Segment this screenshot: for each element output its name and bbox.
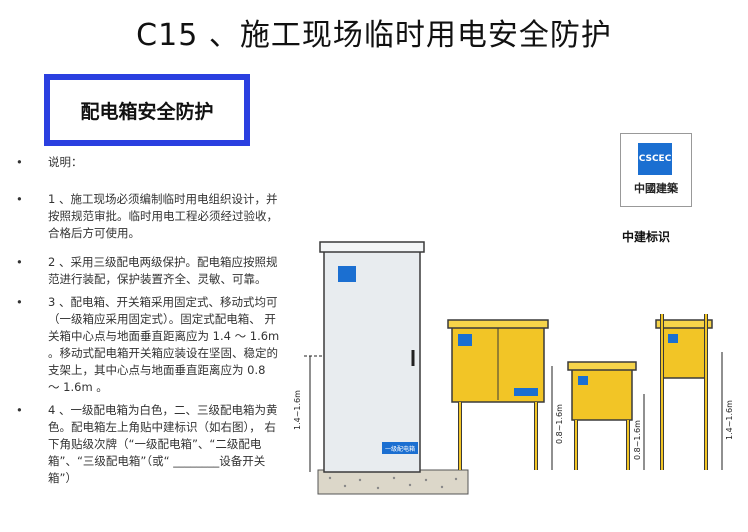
level-plate [514, 388, 538, 396]
note-text: 2 、采用三级配电两级保护。配电箱应按照规范进行装配，保护装置齐全、灵敏、可靠。 [48, 255, 278, 286]
note-text: 说明： [48, 155, 83, 169]
bullet: • [16, 255, 23, 269]
dimension-label: 1.4~1.6m [725, 400, 734, 440]
note-item: • 3 、配电箱、开关箱采用固定式、移动式均可（一级箱应采用固定式）。固定式配电… [12, 294, 280, 396]
cscec-sticker-icon [338, 266, 356, 282]
note-text: 4 、一级配电箱为白色，二、三级配电箱为黄色。配电箱左上角贴中建标识（如右图），… [48, 403, 278, 485]
bullet: • [16, 155, 23, 169]
cscec-sticker-icon [578, 376, 588, 385]
notes-list: • 说明： • 1 、施工现场必须编制临时用电组织设计，并按照规范审批。临时用电… [12, 154, 280, 499]
note-item: • 说明： [12, 154, 280, 171]
cscec-logo-icon: CSCEC [638, 143, 672, 175]
logo-caption: 中建标识 [622, 230, 671, 244]
note-item: • 1 、施工现场必须编制临时用电组织设计，并按照规范审批。临时用电工程必须经过… [12, 191, 280, 242]
level-plate-text: 一级配电箱 [385, 445, 415, 453]
dimension-label: 0.8~1.6m [633, 420, 642, 460]
logo-card-text: 中國建築 [634, 182, 678, 195]
bullet: • [16, 295, 23, 309]
note-item: • 2 、采用三级配电两级保护。配电箱应按照规范进行装配，保护装置齐全、灵敏、可… [12, 254, 280, 288]
primary-distribution-box [323, 249, 421, 473]
dimension-label: 1.4~1.6m [293, 390, 302, 430]
gravel-texture [328, 476, 458, 490]
section-badge: 配电箱安全防护 [44, 74, 250, 146]
note-text: 1 、施工现场必须编制临时用电组织设计，并按照规范审批。临时用电工程必须经过验收… [48, 192, 278, 240]
dimension-label: 0.8~1.6m [555, 404, 564, 444]
stand-mounted-box [661, 325, 707, 379]
cscec-sticker-icon [458, 334, 472, 346]
level-plate [382, 442, 418, 454]
box-roof [319, 241, 425, 253]
bullet: • [16, 403, 23, 417]
note-text: 3 、配电箱、开关箱采用固定式、移动式均可（一级箱应采用固定式）。固定式配电箱、… [48, 295, 280, 394]
distribution-box-illustration: 一级配电箱 1.4~1.6m 0.8~1.6m 0.8~1.6m 1.4~1.6… [293, 241, 734, 495]
logo-mark-text: CSCEC [638, 153, 672, 164]
bullet: • [16, 192, 23, 206]
tertiary-distribution-box [571, 367, 633, 421]
page-title: C15 、施工现场临时用电安全防护 [136, 18, 612, 53]
note-item: • 4 、一级配电箱为白色，二、三级配电箱为黄色。配电箱左上角贴中建标识（如右图… [12, 402, 280, 487]
cscec-logo-card: CSCEC 中國建築 [620, 133, 692, 207]
concrete-base [317, 469, 469, 495]
cscec-sticker-icon [668, 334, 678, 343]
